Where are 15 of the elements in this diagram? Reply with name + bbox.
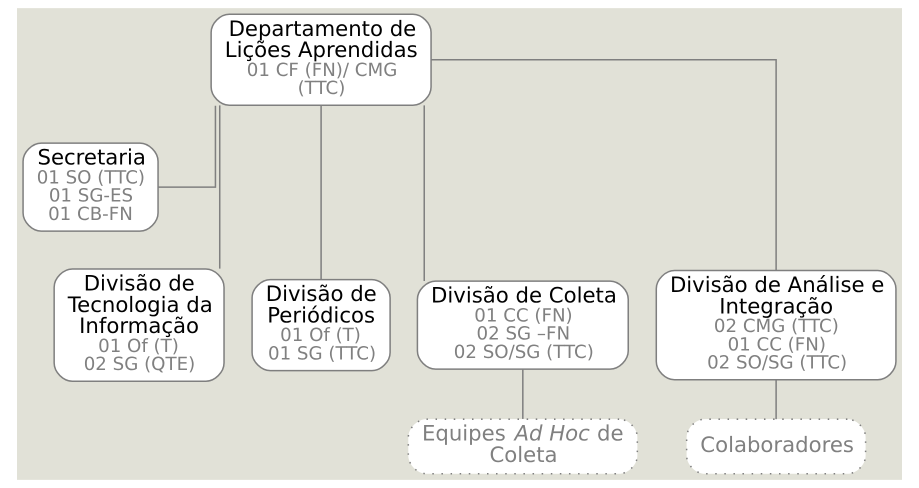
node-box: Colaboradores: [686, 418, 866, 475]
node-box: Divisão de Análise e Integração 02 CMG (TTC) 01 CC (FN) 02 SO/SG (TTC): [656, 270, 897, 380]
node-box: Secretaria 01 SO (TTC) 01 SG-ES 01 CB-FN: [22, 142, 159, 232]
connector: [218, 105, 220, 269]
connector: [775, 380, 777, 420]
node-box: Equipes Ad Hoc de Coleta: [408, 418, 638, 475]
connector: [522, 370, 524, 419]
connector: [431, 58, 777, 270]
node-box: Departamento de Lições Aprendidas 01 CF (FN)/ CMG (TTC): [210, 13, 432, 106]
connector: [423, 105, 425, 281]
node-box: Divisão de Periódicos 01 Of (T) 01 SG (TTC): [251, 278, 391, 372]
connector: [158, 106, 216, 188]
node-box: Divisão de Tecnologia da Informação 01 Of (T) 02 SG (QTE): [53, 268, 225, 382]
node-box: Divisão de Coleta 01 CC (FN) 02 SG –FN 02 SO/SG (TTC): [416, 280, 629, 370]
connector: [320, 105, 322, 280]
